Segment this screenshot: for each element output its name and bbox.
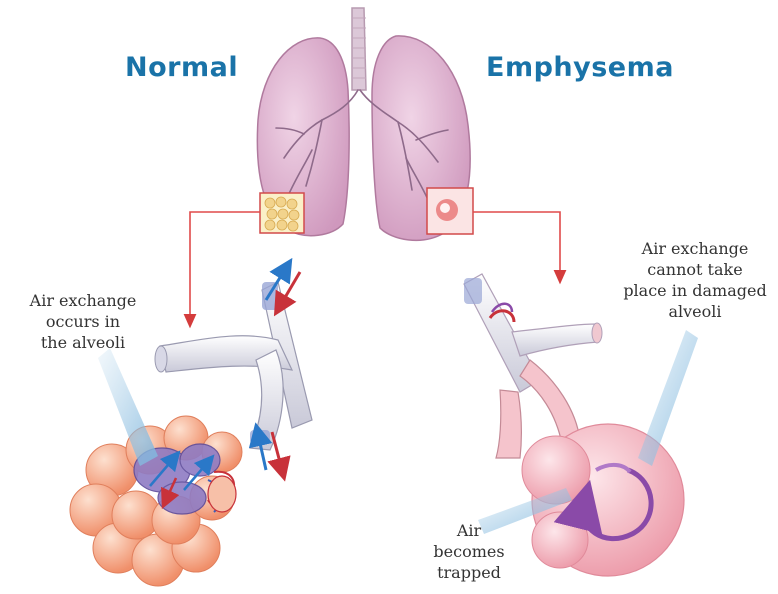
emphysema-title: Emphysema [486,52,674,83]
connector-emphysema [473,212,560,278]
normal-annotation: Air exchange occurs in the alveoli [18,290,148,353]
normal-annotation-line: Air exchange [18,290,148,311]
emphysema-annotation-line: cannot take [620,259,770,280]
trapped-annotation-line: trapped [424,562,514,583]
damaged-tissue-inset [427,188,473,234]
normal-alveoli [70,416,242,586]
emphysema-annotation-line: alveoli [620,301,770,322]
callout-beam-emphysema [638,330,698,466]
trapped-annotation-line: Air [424,520,514,541]
normal-title: Normal [125,52,238,83]
emphysema-annotation: Air exchange cannot take place in damage… [620,238,770,322]
trapped-annotation-line: becomes [424,541,514,562]
normal-annotation-line: the alveoli [18,332,148,353]
normal-annotation-line: occurs in [18,311,148,332]
healthy-tissue-inset [260,193,304,233]
emphysema-annotation-line: Air exchange [620,238,770,259]
connector-normal [190,212,260,322]
emphysema-annotation-line: place in damaged [620,280,770,301]
trapped-annotation: Air becomes trapped [424,520,514,583]
